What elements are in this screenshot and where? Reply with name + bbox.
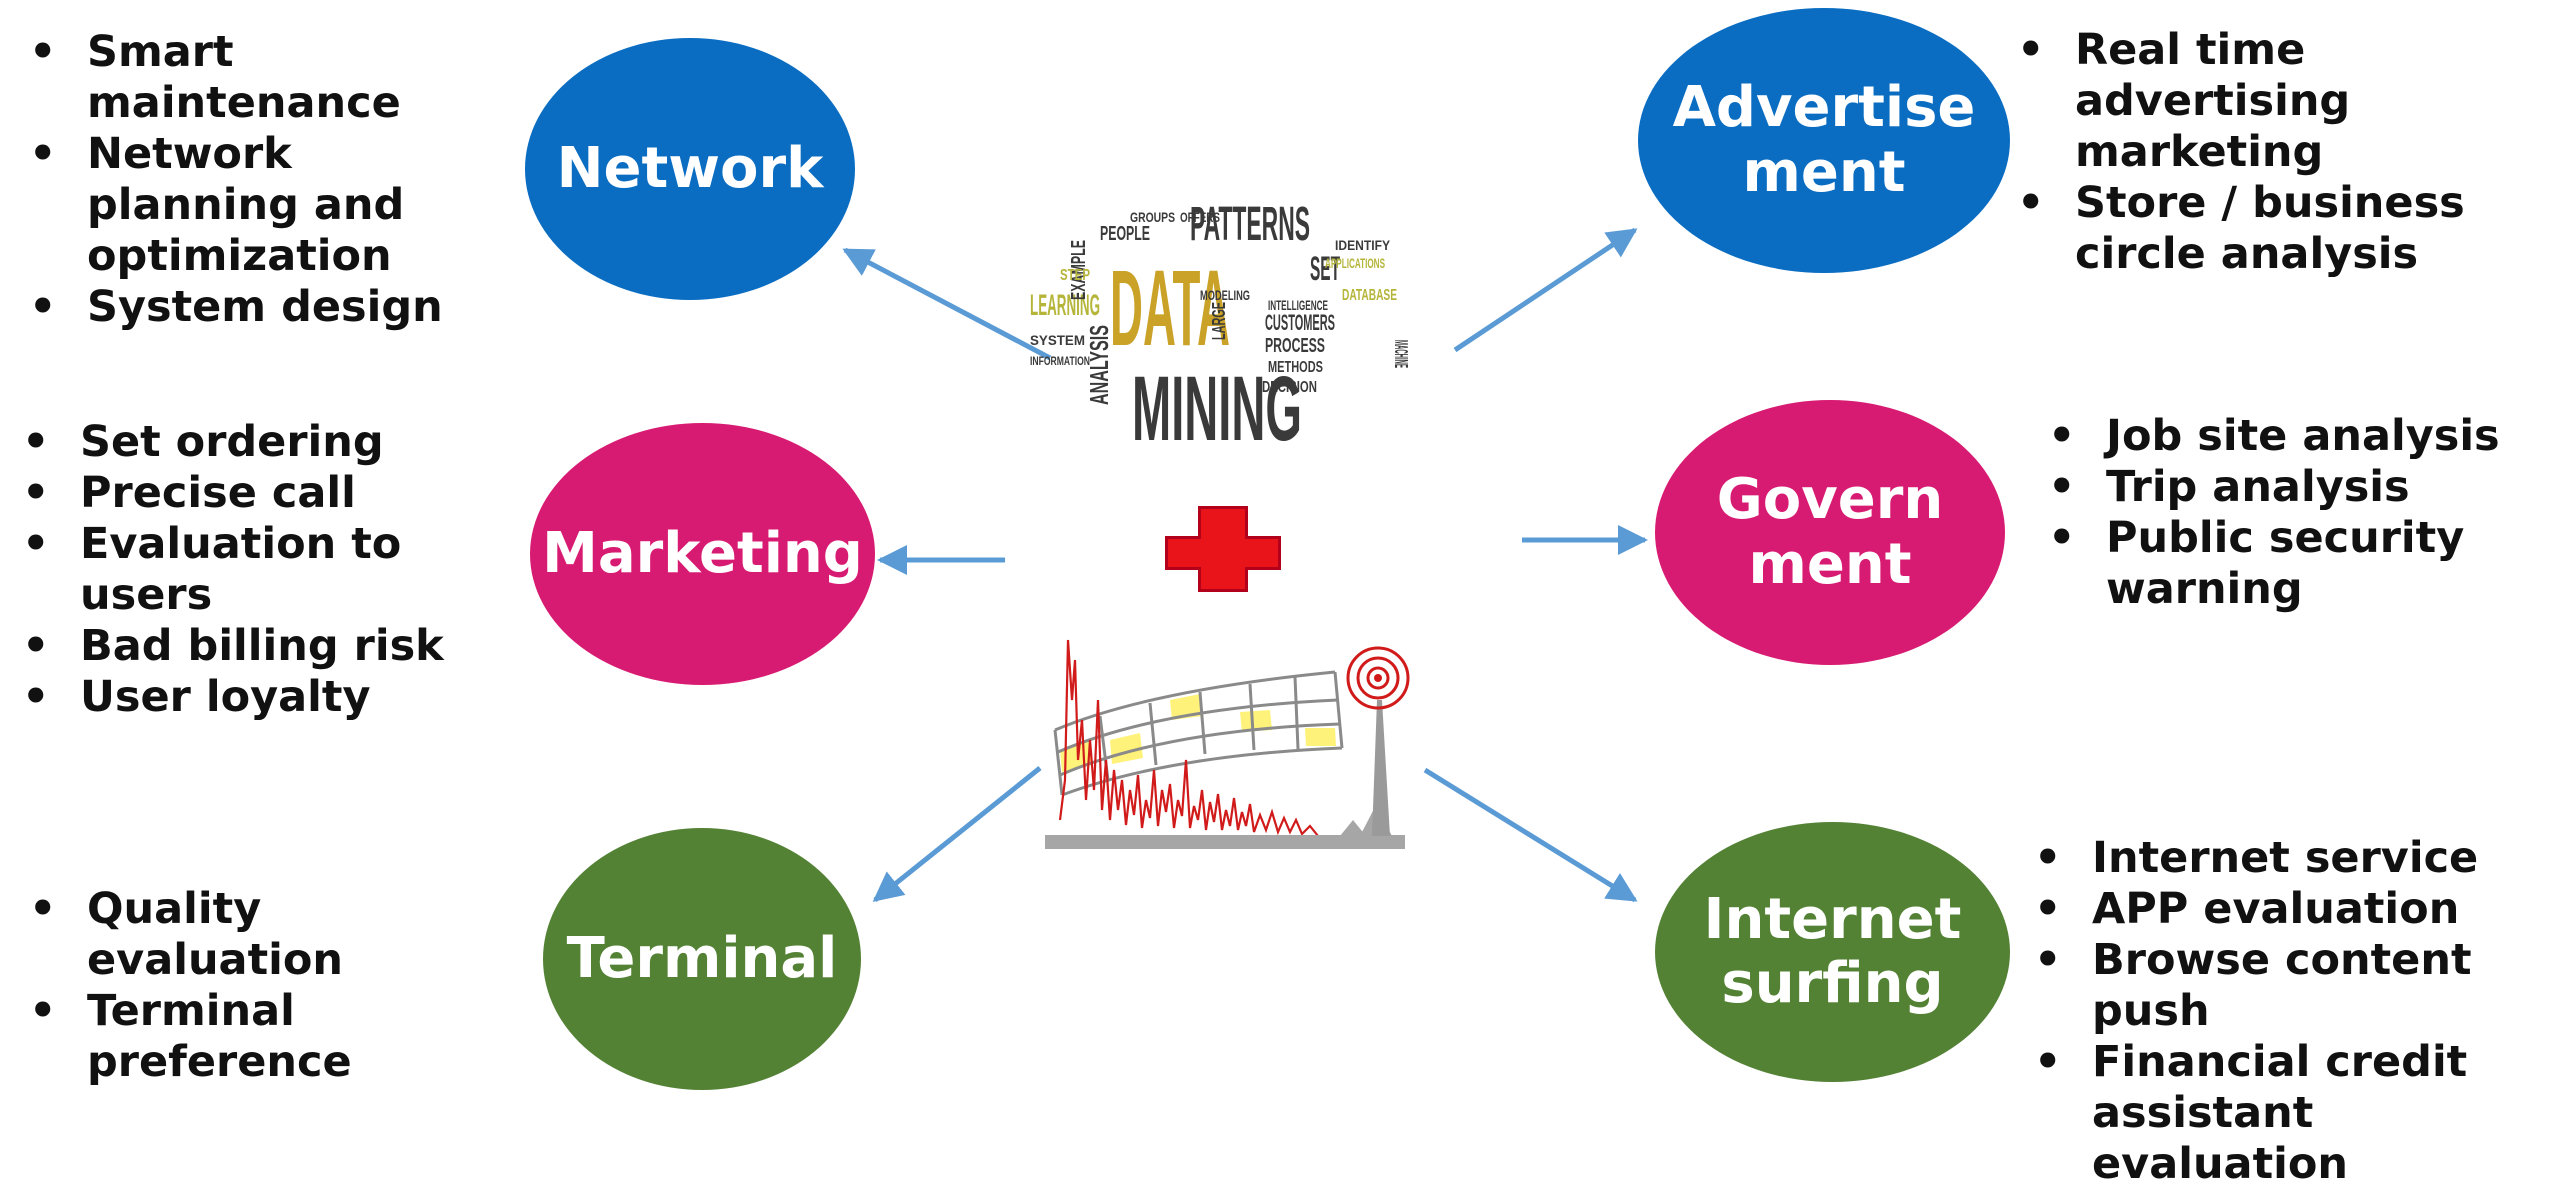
wordcloud-word: PATTERNS xyxy=(1190,198,1310,251)
wordcloud-word: MINING xyxy=(1132,358,1302,460)
list-item: Terminal preference xyxy=(25,986,505,1088)
advertisement-node-label: Advertise ment xyxy=(1672,75,1976,205)
government-bullet-list: Job site analysis Trip analysis Public s… xyxy=(2044,411,2534,615)
wordcloud-word: EXAMPLE xyxy=(1068,240,1090,300)
list-item: User loyalty xyxy=(18,672,518,723)
internet-surfing-bullet-list: Internet service APP evaluation Browse c… xyxy=(2030,833,2554,1190)
marketing-node-label: Marketing xyxy=(542,520,863,586)
internet-surfing-node-label: Internet surfing xyxy=(1703,886,1962,1016)
wordcloud-word: MODELING xyxy=(1200,287,1250,303)
list-item: System design xyxy=(25,282,495,333)
network-node: Network xyxy=(525,38,855,300)
list-item: Public security warning xyxy=(2044,513,2534,615)
list-item: Quality evaluation xyxy=(25,884,505,986)
government-node-label: Govern ment xyxy=(1716,467,1944,597)
advertisement-node: Advertise ment xyxy=(1638,8,2010,273)
list-item: APP evaluation xyxy=(2030,884,2554,935)
red-cross-icon xyxy=(1165,506,1281,592)
network-node-label: Network xyxy=(556,135,824,201)
network-bullet-list: Smart maintenance Network planning and o… xyxy=(25,27,495,333)
wordcloud-word: LEARNING xyxy=(1030,289,1100,322)
terminal-bullet-list: Quality evaluation Terminal preference xyxy=(25,884,505,1088)
wordcloud-word: SYSTEM xyxy=(1030,332,1085,348)
list-item: Internet service xyxy=(2030,833,2554,884)
wordcloud-word: IDENTIFY xyxy=(1335,237,1391,253)
marketing-bullet-list: Set ordering Precise call Evaluation to … xyxy=(18,417,518,723)
list-item: Network planning and optimization xyxy=(25,129,495,282)
list-item: Smart maintenance xyxy=(25,27,495,129)
arrow-to-internet xyxy=(1423,767,1638,903)
wordcloud-word: GROUPS xyxy=(1130,209,1175,225)
government-node: Govern ment xyxy=(1655,400,2005,665)
advertisement-bullet-list: Real time advertising marketing Store / … xyxy=(2013,25,2553,280)
wordcloud-word: METHODS xyxy=(1268,359,1323,376)
list-item: Precise call xyxy=(18,468,518,519)
wordcloud-word: LARGE xyxy=(1209,302,1229,340)
list-item: Store / business circle analysis xyxy=(2013,178,2553,280)
arrow-to-network xyxy=(842,247,1052,361)
wordcloud-word: DATA xyxy=(1110,247,1230,368)
list-item: Job site analysis xyxy=(2044,411,2534,462)
marketing-node: Marketing xyxy=(530,423,875,685)
list-item: Trip analysis xyxy=(2044,462,2534,513)
word-cloud-image: PATTERNS DATA MINING LEARNING CUSTOMERS … xyxy=(1030,198,1411,460)
diagram-graphics: PATTERNS DATA MINING LEARNING CUSTOMERS … xyxy=(842,198,1648,903)
list-item: Set ordering xyxy=(18,417,518,468)
list-item: Browse content push xyxy=(2030,935,2554,1037)
list-item: Financial credit assistant evaluation xyxy=(2030,1037,2554,1190)
wordcloud-word: DECISION xyxy=(1262,379,1317,396)
wordcloud-word: APPLICATIONS xyxy=(1325,255,1385,271)
list-item: Real time advertising marketing xyxy=(2013,25,2553,178)
wordcloud-word: OFFERS xyxy=(1180,209,1220,225)
internet-surfing-node: Internet surfing xyxy=(1655,822,2010,1082)
terminal-node-label: Terminal xyxy=(566,925,838,991)
wordcloud-word: STEP xyxy=(1060,267,1090,284)
wordcloud-word: CUSTOMERS xyxy=(1265,310,1335,335)
list-item: Bad billing risk xyxy=(18,621,518,672)
arrow-to-terminal xyxy=(872,766,1042,902)
wordcloud-word: ANALYSIS xyxy=(1084,325,1114,405)
wordcloud-word: DATABASE xyxy=(1342,287,1397,304)
wordcloud-word: PEOPLE xyxy=(1100,223,1150,245)
wordcloud-word: INFORMATION xyxy=(1030,354,1090,368)
arrow-to-advertisement xyxy=(1453,227,1638,353)
list-item: Evaluation to users xyxy=(18,519,518,621)
wordcloud-word: INTELLIGENCE xyxy=(1268,297,1328,313)
terminal-node: Terminal xyxy=(543,828,861,1090)
wordcloud-word: PROCESS xyxy=(1265,335,1325,357)
wordcloud-word: SET xyxy=(1310,250,1340,288)
signal-tower-chart-icon xyxy=(1045,639,1410,849)
wordcloud-word: MACHINE xyxy=(1391,340,1411,368)
